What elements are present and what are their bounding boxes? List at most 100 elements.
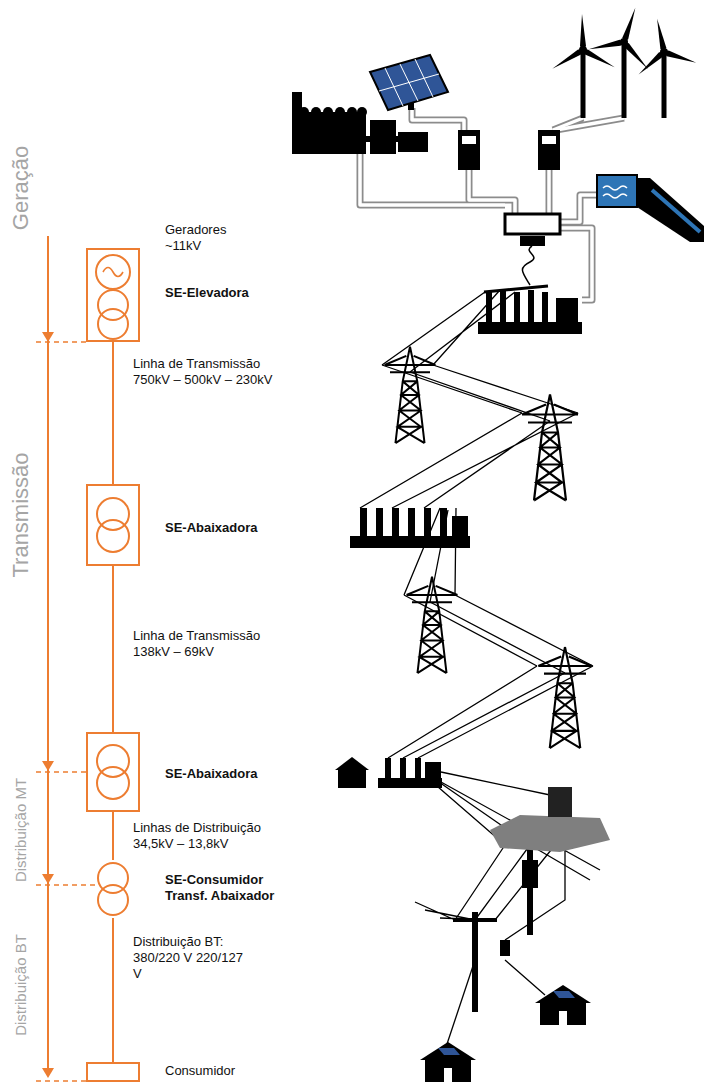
generator-symbol bbox=[103, 268, 123, 277]
house bbox=[540, 1003, 586, 1025]
step-down-substation bbox=[408, 508, 415, 536]
step-down-substation bbox=[392, 508, 399, 536]
step-up-substation bbox=[542, 292, 548, 322]
power-line bbox=[112, 342, 114, 484]
inverter bbox=[462, 136, 476, 144]
power-line bbox=[112, 812, 114, 860]
power-wires bbox=[404, 595, 593, 673]
transmission-tower bbox=[385, 347, 436, 443]
collector-panel bbox=[505, 214, 560, 234]
generation-cables bbox=[560, 195, 597, 222]
stage-label: Distribuição BT bbox=[13, 934, 30, 1036]
thermal-plant bbox=[296, 112, 366, 154]
house bbox=[425, 1060, 471, 1082]
wind-turbine bbox=[581, 50, 586, 118]
power-line bbox=[112, 918, 114, 1062]
wind-turbine bbox=[550, 14, 615, 118]
power-wires bbox=[382, 290, 515, 372]
step-up-substation bbox=[528, 290, 534, 322]
generation-cables bbox=[469, 170, 515, 214]
generation-cables bbox=[560, 228, 592, 300]
meter bbox=[490, 815, 610, 852]
step-down-substation bbox=[350, 508, 470, 548]
inverter bbox=[458, 130, 560, 170]
power-wires bbox=[360, 413, 578, 508]
house bbox=[420, 1042, 476, 1060]
generation-cables bbox=[547, 170, 551, 214]
stage-label: Transmissão bbox=[9, 452, 33, 577]
collector-panel bbox=[522, 246, 534, 285]
substation-symbol bbox=[86, 484, 140, 566]
stage-arrow bbox=[42, 761, 54, 771]
meter bbox=[490, 787, 610, 956]
solar-panel bbox=[379, 59, 439, 106]
wind-turbine bbox=[663, 49, 697, 66]
power-line bbox=[112, 566, 114, 732]
transformer-symbol bbox=[97, 520, 129, 552]
power-wires bbox=[360, 290, 600, 1050]
power-wires bbox=[445, 960, 475, 1050]
stage-divider bbox=[36, 884, 96, 885]
power-wires bbox=[388, 666, 593, 758]
distribution-pole bbox=[453, 918, 497, 922]
transmission-tower bbox=[538, 647, 591, 748]
substation-box: SE-Abaixadora bbox=[86, 484, 140, 566]
generation-cables bbox=[412, 108, 464, 130]
distribution-substation bbox=[335, 757, 369, 770]
generation-cables bbox=[469, 170, 515, 214]
substation-box: SE-Consumidor Transf. Abaixador bbox=[94, 860, 132, 918]
meter bbox=[500, 940, 510, 956]
transformer-symbol bbox=[98, 290, 128, 320]
inverter bbox=[458, 130, 480, 170]
collector-panel bbox=[520, 236, 545, 246]
step-up-substation bbox=[478, 286, 582, 334]
house bbox=[535, 985, 591, 1003]
power-wires bbox=[441, 772, 550, 795]
step-up-substation bbox=[484, 286, 548, 292]
house bbox=[444, 1068, 452, 1082]
inverter bbox=[538, 130, 560, 170]
generation-cables bbox=[360, 108, 624, 300]
step-up-substation bbox=[478, 322, 582, 334]
collector-panel bbox=[505, 214, 560, 285]
distribution-substation bbox=[338, 770, 366, 788]
thermal-plant bbox=[299, 107, 309, 117]
generation-cables bbox=[560, 228, 592, 300]
house bbox=[553, 991, 575, 998]
generation-cables bbox=[560, 195, 597, 222]
transformer-symbol bbox=[98, 309, 128, 339]
transformer-symbol bbox=[98, 885, 128, 915]
distribution-substation bbox=[415, 758, 421, 778]
wind-turbine bbox=[636, 18, 697, 118]
thermal-plant bbox=[311, 107, 321, 117]
node-label: Consumidor bbox=[165, 1063, 285, 1079]
hydro-plant bbox=[597, 175, 637, 207]
generation-cables bbox=[360, 152, 505, 205]
stage-name: SE-Abaixadora bbox=[165, 766, 285, 782]
substation-symbol bbox=[94, 860, 132, 918]
power-wires bbox=[455, 845, 555, 920]
stage-divider bbox=[36, 771, 86, 772]
wind-turbine bbox=[655, 18, 667, 53]
thermal-plant bbox=[357, 107, 367, 117]
house bbox=[420, 1042, 476, 1082]
generation-cables bbox=[360, 108, 624, 300]
generator-station-box: Geradores ~11kVSE-Elevadora bbox=[86, 248, 140, 342]
generation-cables bbox=[360, 108, 624, 300]
transformer-symbol bbox=[97, 767, 129, 799]
distribution-substation bbox=[378, 778, 442, 788]
distribution-substation bbox=[335, 757, 442, 788]
distribution-pole bbox=[522, 860, 538, 888]
thermal-plant bbox=[366, 136, 402, 142]
wind-turbine bbox=[550, 7, 697, 118]
wind-turbine bbox=[620, 38, 628, 46]
generator-symbol bbox=[96, 255, 130, 289]
line-voltage-label: Linhas de Distribuição 34,5kV – 13,8kV bbox=[133, 820, 285, 852]
step-up-substation bbox=[486, 292, 492, 322]
stage-arrow bbox=[47, 236, 49, 1076]
substation-symbol bbox=[86, 248, 140, 342]
house bbox=[438, 1048, 460, 1055]
step-up-substation bbox=[556, 298, 578, 322]
